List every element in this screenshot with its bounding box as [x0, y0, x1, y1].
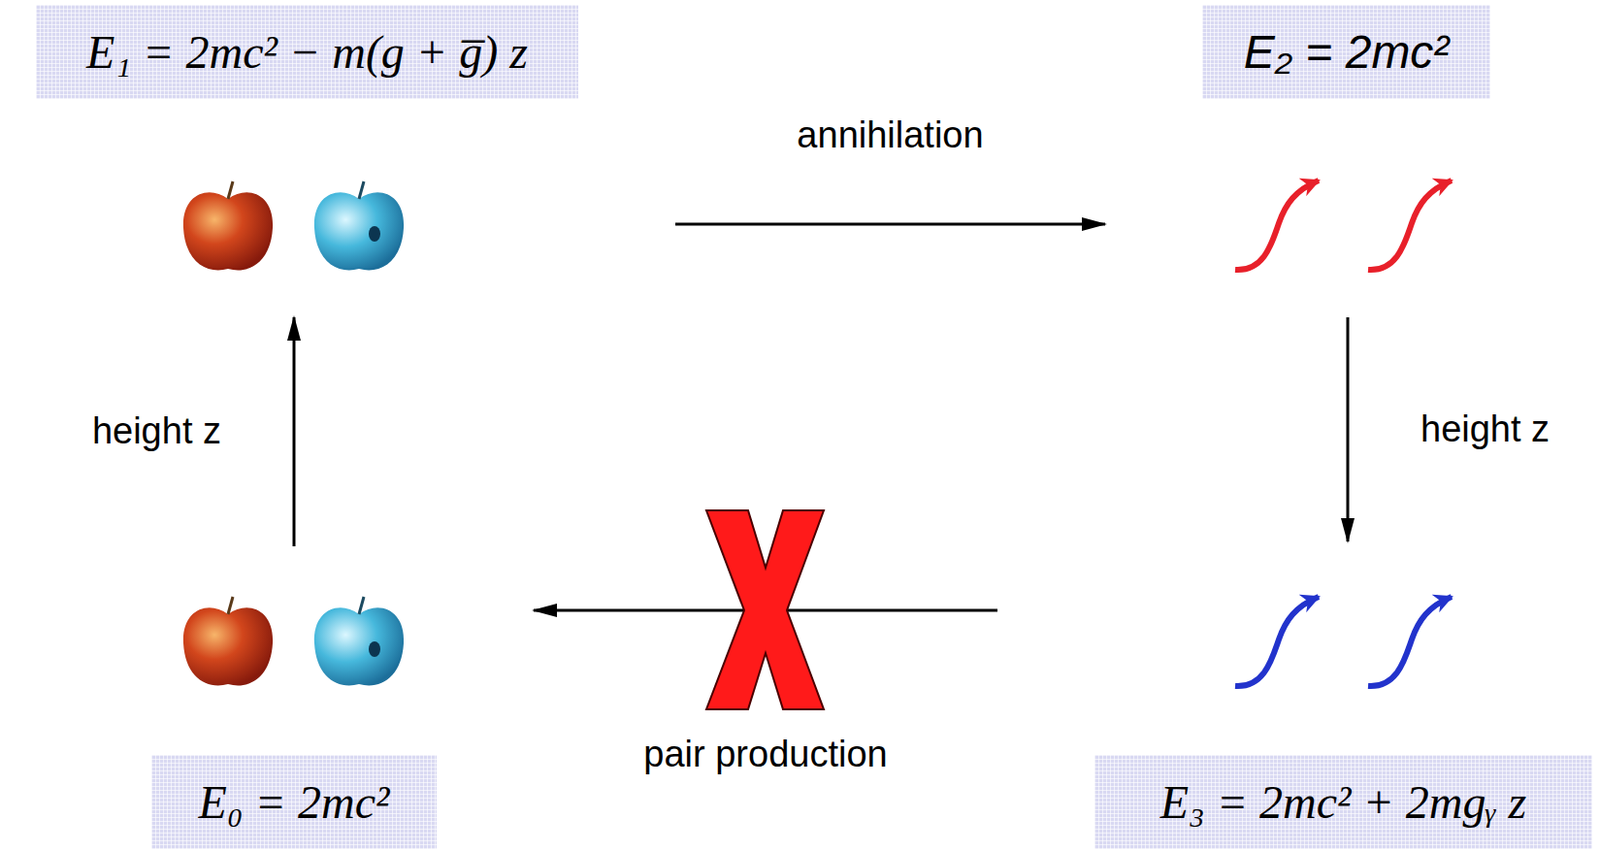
photon-squiggle	[1368, 596, 1452, 686]
energy-box: E₁ = 2mc² − m(g + g̅) z	[35, 4, 579, 99]
energy-formula: E₀ = 2mc²	[198, 775, 391, 829]
antimatter-apple	[314, 596, 404, 686]
forbidden-cross	[706, 510, 824, 710]
energy-box: E₂ = 2mc²	[1202, 4, 1491, 99]
energy-formula: E₂ = 2mc²	[1243, 25, 1450, 79]
photon-blue	[1368, 596, 1452, 686]
photon-red	[1368, 180, 1452, 270]
apple-spot	[368, 641, 381, 657]
matter-apple	[183, 181, 273, 270]
red-x	[706, 510, 824, 710]
photon-blue	[1235, 596, 1319, 686]
apple-stem	[359, 181, 364, 199]
edge-label: height z	[92, 410, 222, 454]
apple-stem	[359, 596, 364, 615]
flow-arrow	[675, 223, 1106, 227]
apple-body	[183, 192, 273, 270]
edge-label: height z	[1420, 408, 1550, 452]
energy-box: E₀ = 2mc²	[151, 754, 437, 849]
antimatter-apple	[314, 181, 404, 270]
photon-red	[1235, 180, 1319, 270]
state-node: E₂ = 2mc²	[1202, 4, 1491, 274]
photon-squiggle	[1368, 180, 1452, 270]
flow-arrow	[293, 317, 296, 547]
apple-body	[314, 607, 404, 686]
state-node: E₃ = 2mc² + 2mgᵧ z	[1094, 585, 1593, 849]
apple-body	[183, 607, 273, 686]
energy-formula: E₁ = 2mc² − m(g + g̅) z	[86, 25, 528, 79]
apple-stem	[228, 596, 233, 615]
flow-arrow	[1346, 317, 1350, 542]
state-node: E₀ = 2mc²	[151, 589, 437, 849]
apple-stem	[228, 181, 233, 199]
energy-box: E₃ = 2mc² + 2mgᵧ z	[1094, 754, 1593, 849]
edge-label: pair production	[643, 733, 887, 777]
state-node: E₁ = 2mc² − m(g + g̅) z	[35, 4, 579, 274]
photon-squiggle	[1235, 180, 1319, 270]
energy-formula: E₃ = 2mc² + 2mgᵧ z	[1160, 775, 1528, 829]
photon-squiggle	[1235, 596, 1319, 686]
edge-label: annihilation	[796, 114, 983, 158]
apple-body	[314, 192, 404, 270]
apple-spot	[368, 226, 381, 242]
matter-apple	[183, 596, 273, 686]
